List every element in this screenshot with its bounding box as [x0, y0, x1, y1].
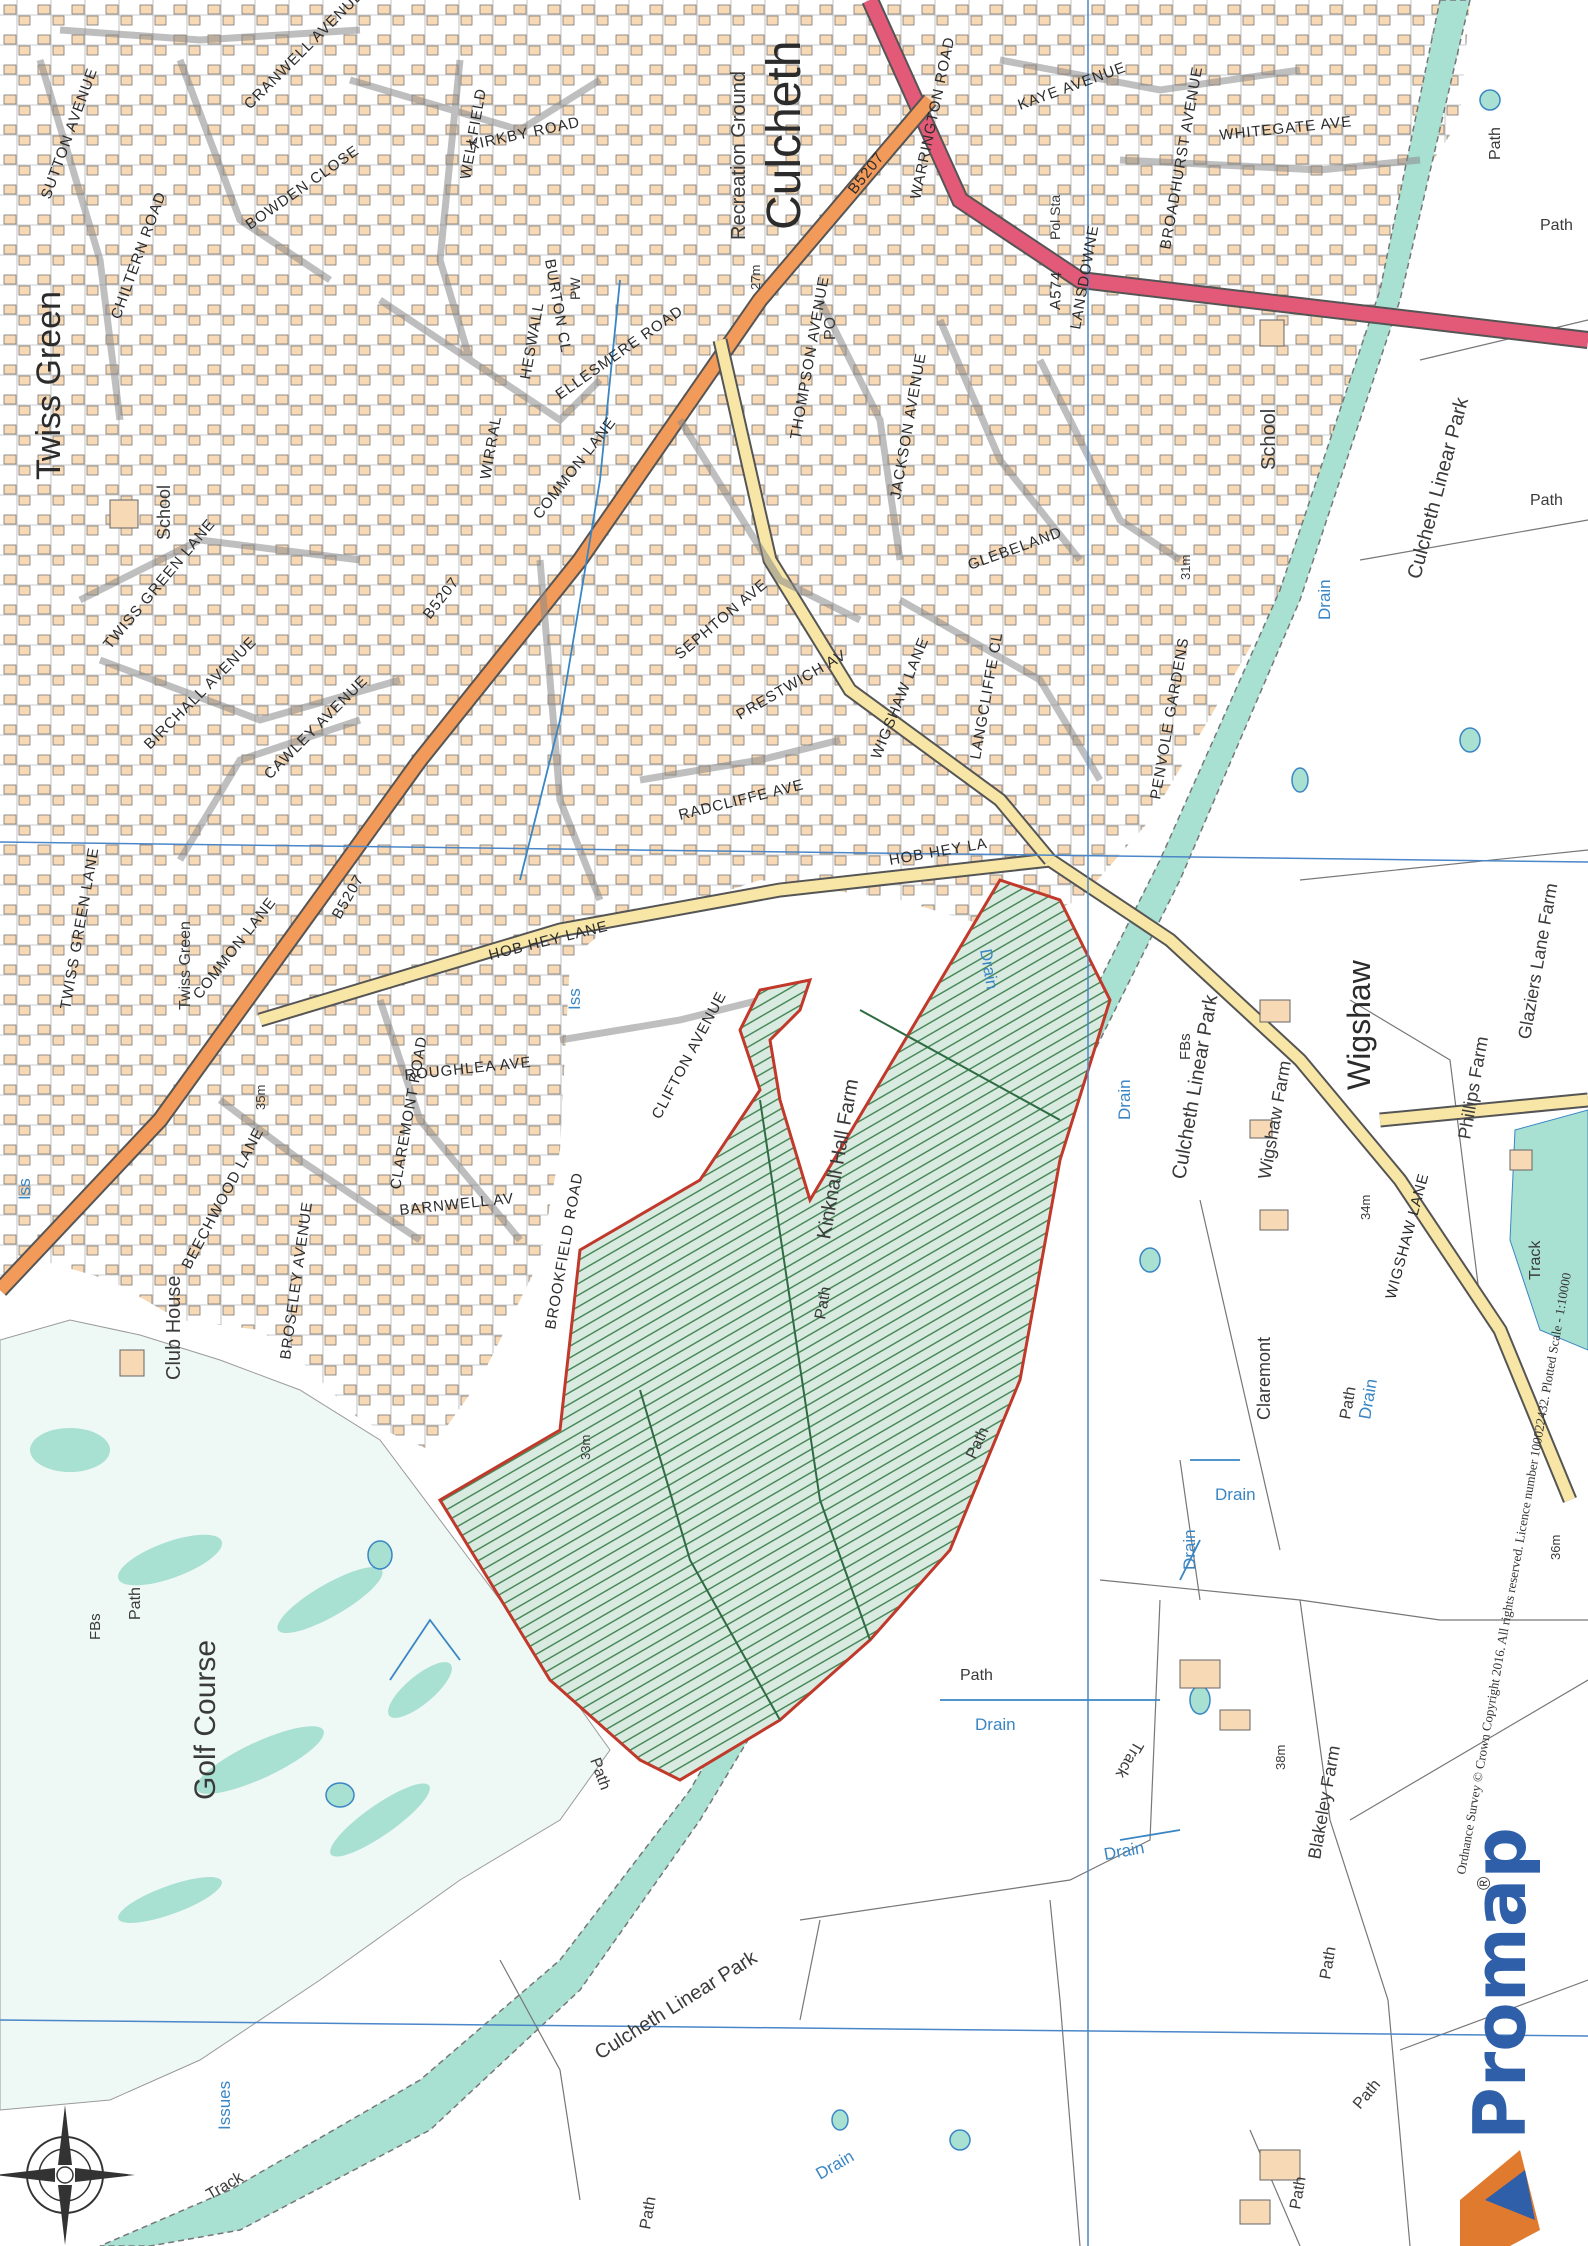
residential-streets — [36, 26, 1421, 1243]
promap-registered-mark: ® — [1474, 1877, 1494, 1890]
phillips-farm-label: Phillips Farm — [1454, 1035, 1492, 1141]
promap-logo: Promap ® — [1458, 1827, 1542, 2246]
golf-course-label: Golf Course — [189, 1640, 222, 1800]
drain-label-8: Drain — [1102, 1838, 1145, 1864]
drain-label-7: Drain — [975, 1715, 1016, 1734]
pol-sta-label: Pol Sta — [1047, 195, 1063, 240]
club-house-label: Club House — [163, 1275, 185, 1380]
glaziers-lane-farm-label: Glaziers Lane Farm — [1514, 882, 1561, 1041]
path-label-7: Path — [960, 1667, 993, 1684]
recreation-ground-label: Recreation Ground — [728, 71, 750, 240]
drains — [389, 279, 1240, 1841]
fbs-label-2: FBs — [1177, 1033, 1194, 1060]
wigshaw-label: Wigshaw — [1341, 959, 1377, 1090]
elev-34m: 34m — [1358, 1195, 1373, 1220]
culcheth-linear-park-label-1: Culcheth Linear Park — [1404, 394, 1474, 581]
ponds — [325, 89, 1501, 2151]
drain-label-6: Drain — [1180, 1529, 1199, 1570]
lake — [1509, 1109, 1588, 1351]
issues-label: Issues — [215, 2081, 234, 2130]
elev-38m: 38m — [1273, 1745, 1288, 1770]
path-label-12: Path — [1287, 2175, 1309, 2210]
elev-27m: 27m — [748, 265, 763, 290]
track-label-1: Track — [1527, 1240, 1544, 1280]
po-label: PO — [822, 317, 839, 340]
twiss-green-label: Twiss Green — [30, 291, 68, 480]
path-label-11: Path — [1350, 2076, 1384, 2112]
elev-33m: 33m — [578, 1435, 593, 1460]
golf-greens — [30, 1428, 452, 1923]
drain-label-4: Drain — [1355, 1377, 1381, 1420]
path-label-13: Path — [637, 2195, 659, 2230]
development-site — [437, 878, 1112, 1782]
path-label-6: Path — [1337, 1385, 1359, 1420]
drain-label-3: Drain — [1115, 1079, 1134, 1120]
iss-label-2: Iss — [565, 988, 584, 1010]
site-internal-lines — [639, 1009, 1061, 1721]
track-label-2: Track — [1111, 1738, 1146, 1781]
culcheth-label: Culcheth — [758, 41, 811, 230]
culcheth-linear-park-label-2: Culcheth Linear Park — [1168, 992, 1222, 1181]
school-label-2: School — [1258, 409, 1280, 470]
clifton-avenue-label: CLIFTON AVENUE — [649, 989, 731, 1122]
farm-buildings — [109, 319, 1533, 2225]
urban-area — [0, 0, 1470, 1450]
elev-36m: 36m — [1548, 1535, 1563, 1560]
fbs-label-1: FBs — [87, 1613, 104, 1640]
school-label-1: School — [154, 485, 174, 540]
minor-roads — [257, 338, 1588, 1503]
drain-label-1: Drain — [1315, 579, 1334, 620]
culcheth-linear-park-label-3: Culcheth Linear Park — [591, 1946, 762, 2064]
promap-brand-text: Promap — [1458, 1827, 1542, 2140]
drain-label-5: Drain — [1215, 1485, 1256, 1504]
elev-31m: 31m — [1178, 555, 1193, 580]
a574-label: A574 — [1047, 271, 1065, 311]
path-label-9: Path — [127, 1587, 144, 1620]
field-boundaries — [499, 319, 1588, 2246]
path-label-2: Path — [1540, 217, 1573, 234]
path-label-4: Path — [812, 1285, 834, 1320]
north-arrow-icon — [0, 2105, 135, 2245]
drain-label-9: Drain — [813, 2147, 858, 2184]
pw-label: PW — [567, 277, 583, 300]
path-label-1: Path — [1487, 127, 1504, 160]
path-label-3: Path — [1530, 492, 1563, 509]
path-label-10: Path — [1317, 1945, 1339, 1980]
claremont-label: Claremont — [1254, 1337, 1274, 1420]
elev-35m: 35m — [253, 1085, 268, 1110]
twiss-green-small-label: Twiss Green — [177, 921, 194, 1010]
iss-label-1: Iss — [15, 1178, 34, 1200]
